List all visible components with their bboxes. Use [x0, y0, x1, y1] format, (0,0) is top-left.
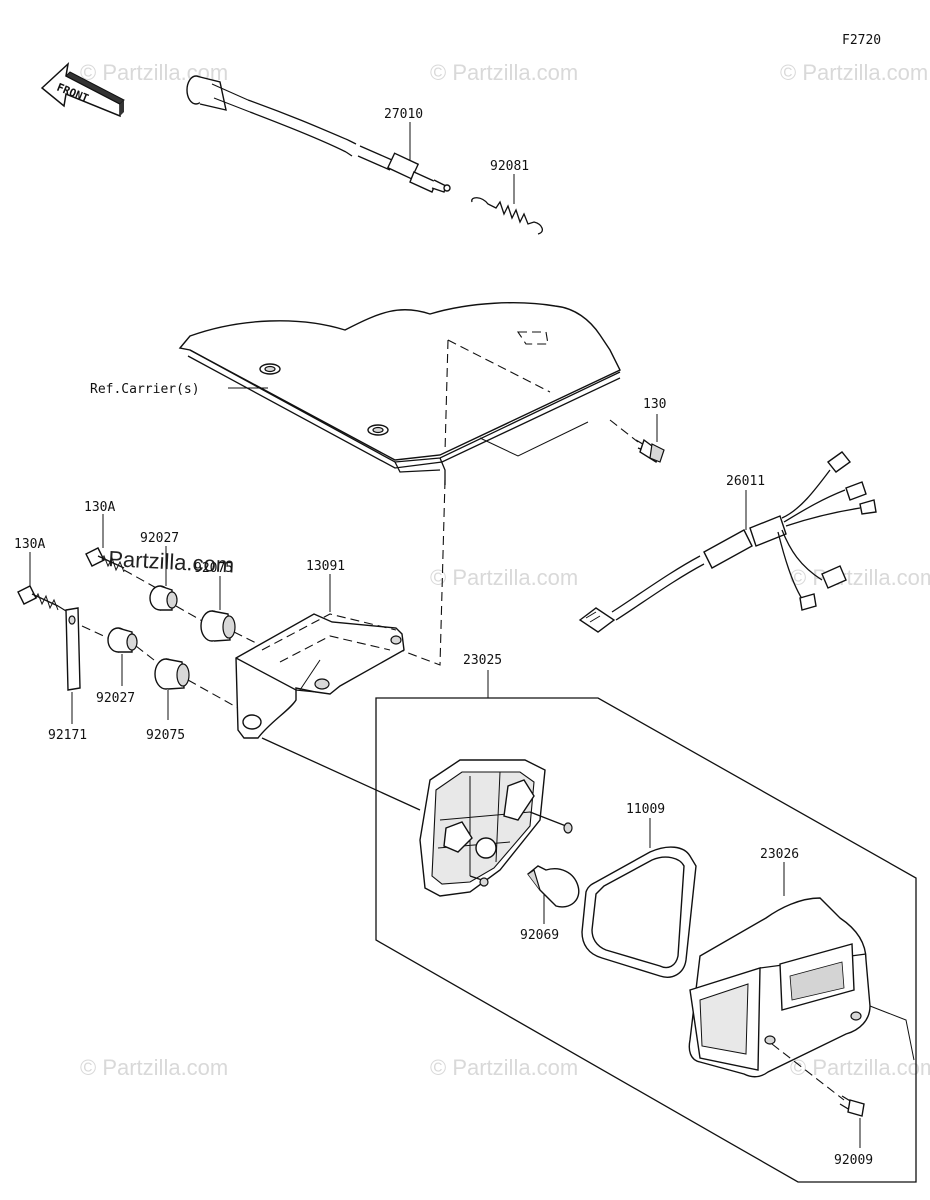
part-label-26011: 26011: [726, 474, 765, 489]
watermark-group: © Partzilla.com © Partzilla.com © Partzi…: [80, 60, 930, 1080]
part-label-11009: 11009: [626, 802, 665, 817]
part-92075-grommet-upper: [200, 610, 263, 647]
watermark: © Partzilla.com: [430, 565, 578, 590]
part-label-92009: 92009: [834, 1153, 873, 1168]
part-130a-bolt-upper: [85, 547, 161, 591]
part-13091-bracket: [235, 613, 405, 739]
part-92081-spring: [471, 197, 543, 235]
part-27010-brake-switch-cable: [186, 75, 451, 193]
reference-label: Ref.Carrier(s): [90, 382, 200, 397]
front-arrow-icon: FRONT: [40, 61, 125, 118]
part-92027-collar-lower: [81, 625, 155, 661]
part-lamp-housing: [419, 759, 573, 897]
watermark: © Partzilla.com: [430, 1055, 578, 1080]
leader-line: [261, 737, 421, 811]
part-130a-bolt-lower: [17, 585, 75, 617]
part-23026-lens-cover: [688, 897, 915, 1078]
watermark: © Partzilla.com: [80, 1055, 228, 1080]
part-label-92075: 92075: [194, 561, 233, 576]
part-label-92171: 92171: [48, 728, 87, 743]
part-label-23026: 23026: [760, 847, 799, 862]
part-92069-bulb: [527, 865, 580, 908]
part-92009-screw: [771, 1043, 865, 1117]
part-label-13091: 13091: [306, 559, 345, 574]
part-label-27010: 27010: [384, 107, 423, 122]
part-label-92075: 92075: [146, 728, 185, 743]
figure-code: F2720: [842, 33, 881, 48]
part-92075-grommet-lower: [154, 658, 239, 709]
part-11009-gasket: [581, 846, 697, 978]
alignment-dash: [394, 479, 446, 666]
part-label-130a: 130A: [14, 537, 45, 552]
part-92171-strap: [65, 607, 81, 691]
part-130-bolt: [609, 419, 665, 464]
carrier-reference-plate: [178, 302, 621, 485]
watermark: © Partzilla.com: [790, 565, 930, 590]
part-92027-collar-upper: [149, 585, 205, 623]
part-label-92027: 92027: [140, 531, 179, 546]
assembly-frame-23025: [375, 697, 917, 1183]
part-label-92069: 92069: [520, 928, 559, 943]
part-label-92081: 92081: [490, 159, 529, 174]
part-label-23025: 23025: [463, 653, 502, 668]
watermark: © Partzilla.com: [780, 60, 928, 85]
part-label-130: 130: [643, 397, 666, 412]
watermark: © Partzilla.com: [790, 1055, 930, 1080]
watermark: © Partzilla.com: [430, 60, 578, 85]
part-26011-wire-harness: [578, 451, 877, 633]
part-label-92027: 92027: [96, 691, 135, 706]
part-label-130a: 130A: [84, 500, 115, 515]
